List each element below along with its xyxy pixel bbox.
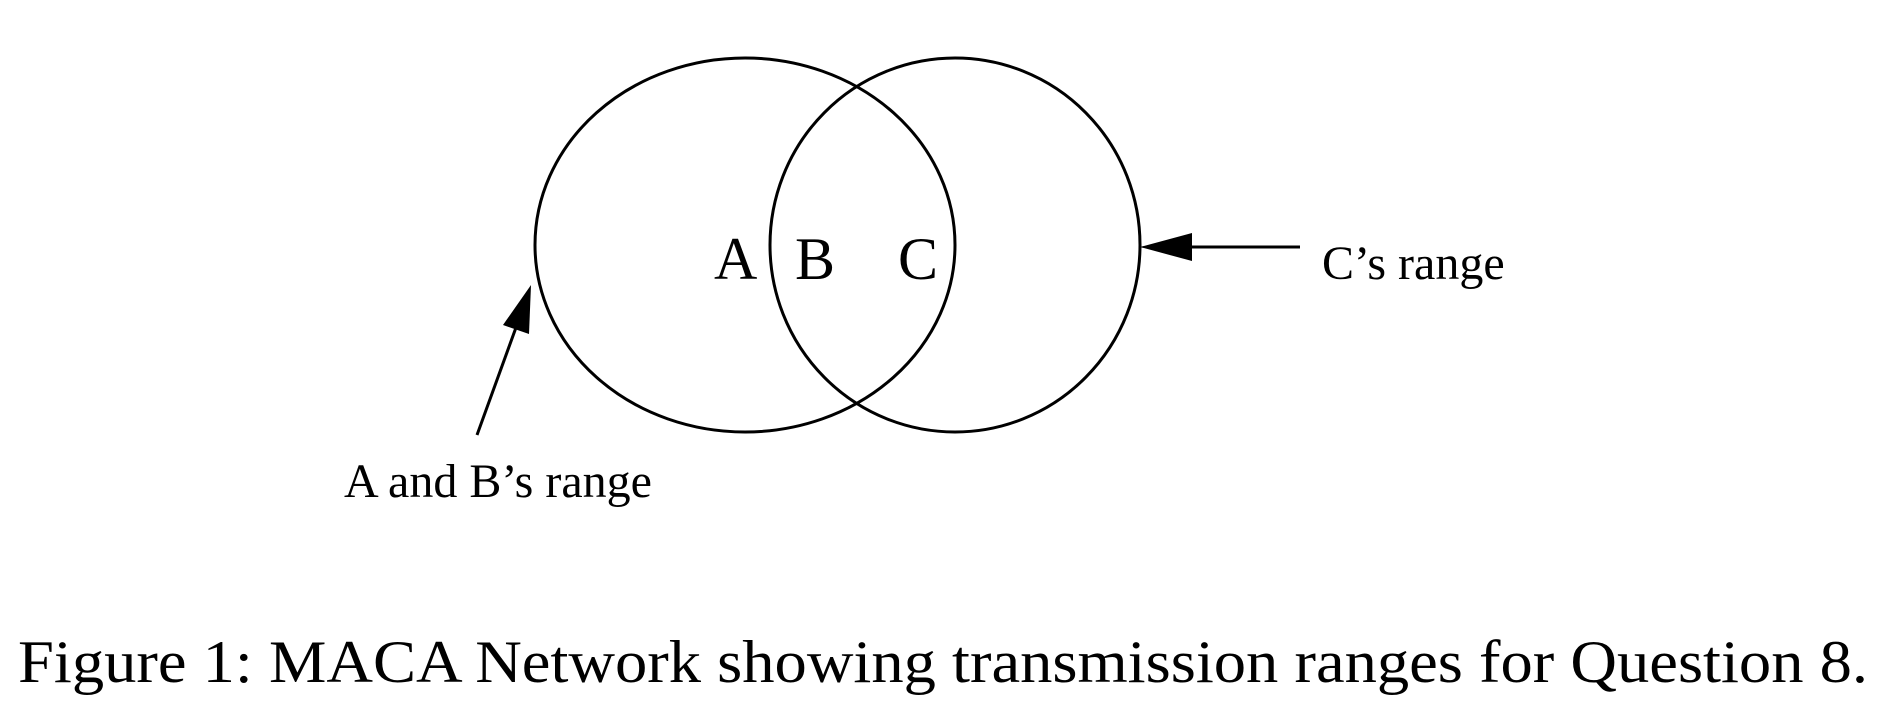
node-a-label: A — [714, 226, 757, 292]
ab-range-arrow — [475, 285, 531, 436]
ab-range-circle — [533, 56, 957, 434]
figure-caption: Figure 1: MACA Network showing transmiss… — [18, 629, 1868, 695]
ab-range-label: A and B’s range — [344, 455, 652, 508]
c-range-circle — [768, 56, 1142, 434]
c-range-label: C’s range — [1322, 237, 1505, 290]
node-b-label: B — [795, 226, 835, 292]
c-range-arrow — [1140, 233, 1300, 261]
node-c-label: C — [898, 226, 938, 292]
